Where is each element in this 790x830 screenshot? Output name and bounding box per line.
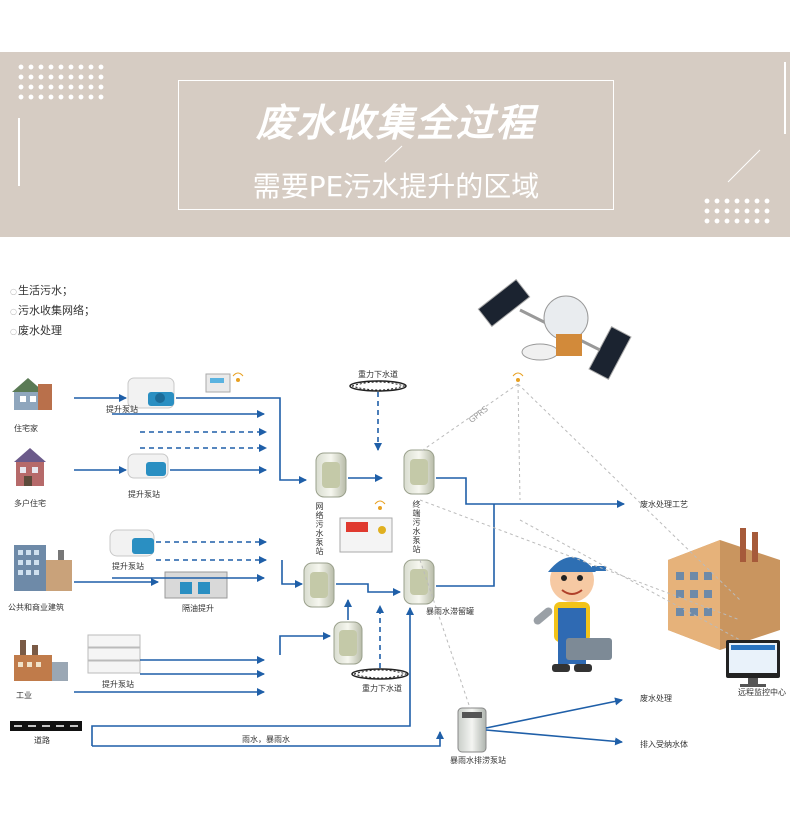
legend-item-domestic: 生活污水； — [10, 282, 73, 298]
office-building-icon — [14, 545, 72, 591]
decor-vertical-line-left — [18, 118, 20, 186]
label-lift-station-4: 提升泵站 — [102, 680, 134, 689]
road-icon — [10, 721, 82, 731]
storm-retention-tank-pod — [403, 559, 435, 605]
legend-item-treatment: 废水处理 — [10, 322, 62, 338]
remote-monitor-icon — [726, 640, 780, 687]
label-rain-stormwater: 雨水，暴雨水 — [242, 735, 290, 744]
label-network-pump-station: 网络污水泵站 — [315, 502, 324, 556]
label-road: 道路 — [34, 736, 50, 745]
label-lift-station-2: 提升泵站 — [128, 490, 160, 499]
label-multi-family: 多户住宅 — [14, 499, 46, 508]
label-storm-retention-tank: 暴雨水滞留罐 — [426, 607, 474, 616]
satellite-icon — [477, 278, 632, 381]
factory-icon — [14, 640, 68, 681]
network-pump-station-pod-lower — [303, 562, 335, 608]
lift-station-unit-3 — [109, 529, 155, 557]
signal-icon — [232, 372, 244, 382]
house-icon — [12, 378, 52, 410]
label-grease-lift: 隔油提升 — [182, 604, 214, 613]
lift-station-tank-4 — [87, 634, 141, 674]
label-terminal-pump-station: 终端污水泵站 — [412, 500, 421, 554]
label-lift-station-1: 提升泵站 — [106, 405, 138, 414]
label-gravity-sewer-bottom: 重力下水道 — [362, 684, 402, 693]
central-control-box — [339, 500, 393, 553]
control-panel-icon — [205, 373, 231, 393]
grease-separator-unit — [164, 571, 228, 599]
gravity-sewer-pipe-top — [349, 380, 407, 392]
page-title: 废水收集全过程 — [255, 100, 536, 145]
dot-pattern-decoration-right — [702, 196, 772, 224]
gprs-signal-icon — [512, 372, 524, 382]
pump-station-pod-bottom — [333, 621, 363, 665]
townhouse-icon — [14, 448, 46, 486]
decor-vertical-line-right — [784, 62, 786, 134]
label-remote-monitoring: 远程监控中心 — [738, 688, 786, 697]
label-receiving-water: 排入受纳水体 — [640, 740, 688, 749]
storm-pump-station-tank — [457, 707, 487, 753]
terminal-pump-station-pod-upper — [403, 449, 435, 495]
treatment-plant-building-icon — [668, 528, 780, 650]
label-public-commercial: 公共和商业建筑 — [8, 603, 64, 612]
flow-arrows-solid — [74, 394, 625, 747]
worker-mascot-icon — [533, 557, 612, 672]
gravity-sewer-pipe-bottom — [351, 668, 409, 680]
page-subtitle: 需要PE污水提升的区域 — [252, 170, 540, 203]
network-pump-station-pod-upper — [315, 452, 347, 498]
lift-station-unit-2 — [127, 453, 169, 479]
title-frame — [178, 80, 614, 210]
label-wastewater-treatment: 废水处理 — [640, 694, 672, 703]
flow-arrows-dashed — [140, 392, 384, 668]
label-gravity-sewer-top: 重力下水道 — [358, 370, 398, 379]
label-industry: 工业 — [16, 691, 32, 700]
lift-station-unit-1 — [127, 377, 175, 409]
label-residential: 住宅家 — [14, 424, 38, 433]
label-lift-station-3: 提升泵站 — [112, 562, 144, 571]
gprs-signal-lines — [419, 383, 741, 709]
legend-item-network: 污水收集网络； — [10, 302, 95, 318]
header-decor-slashes — [384, 145, 761, 183]
header-banner — [0, 52, 790, 237]
label-storm-pump-station: 暴雨水排涝泵站 — [450, 756, 506, 765]
dot-pattern-decoration — [16, 62, 106, 100]
label-treatment-process: 废水处理工艺 — [640, 500, 688, 509]
